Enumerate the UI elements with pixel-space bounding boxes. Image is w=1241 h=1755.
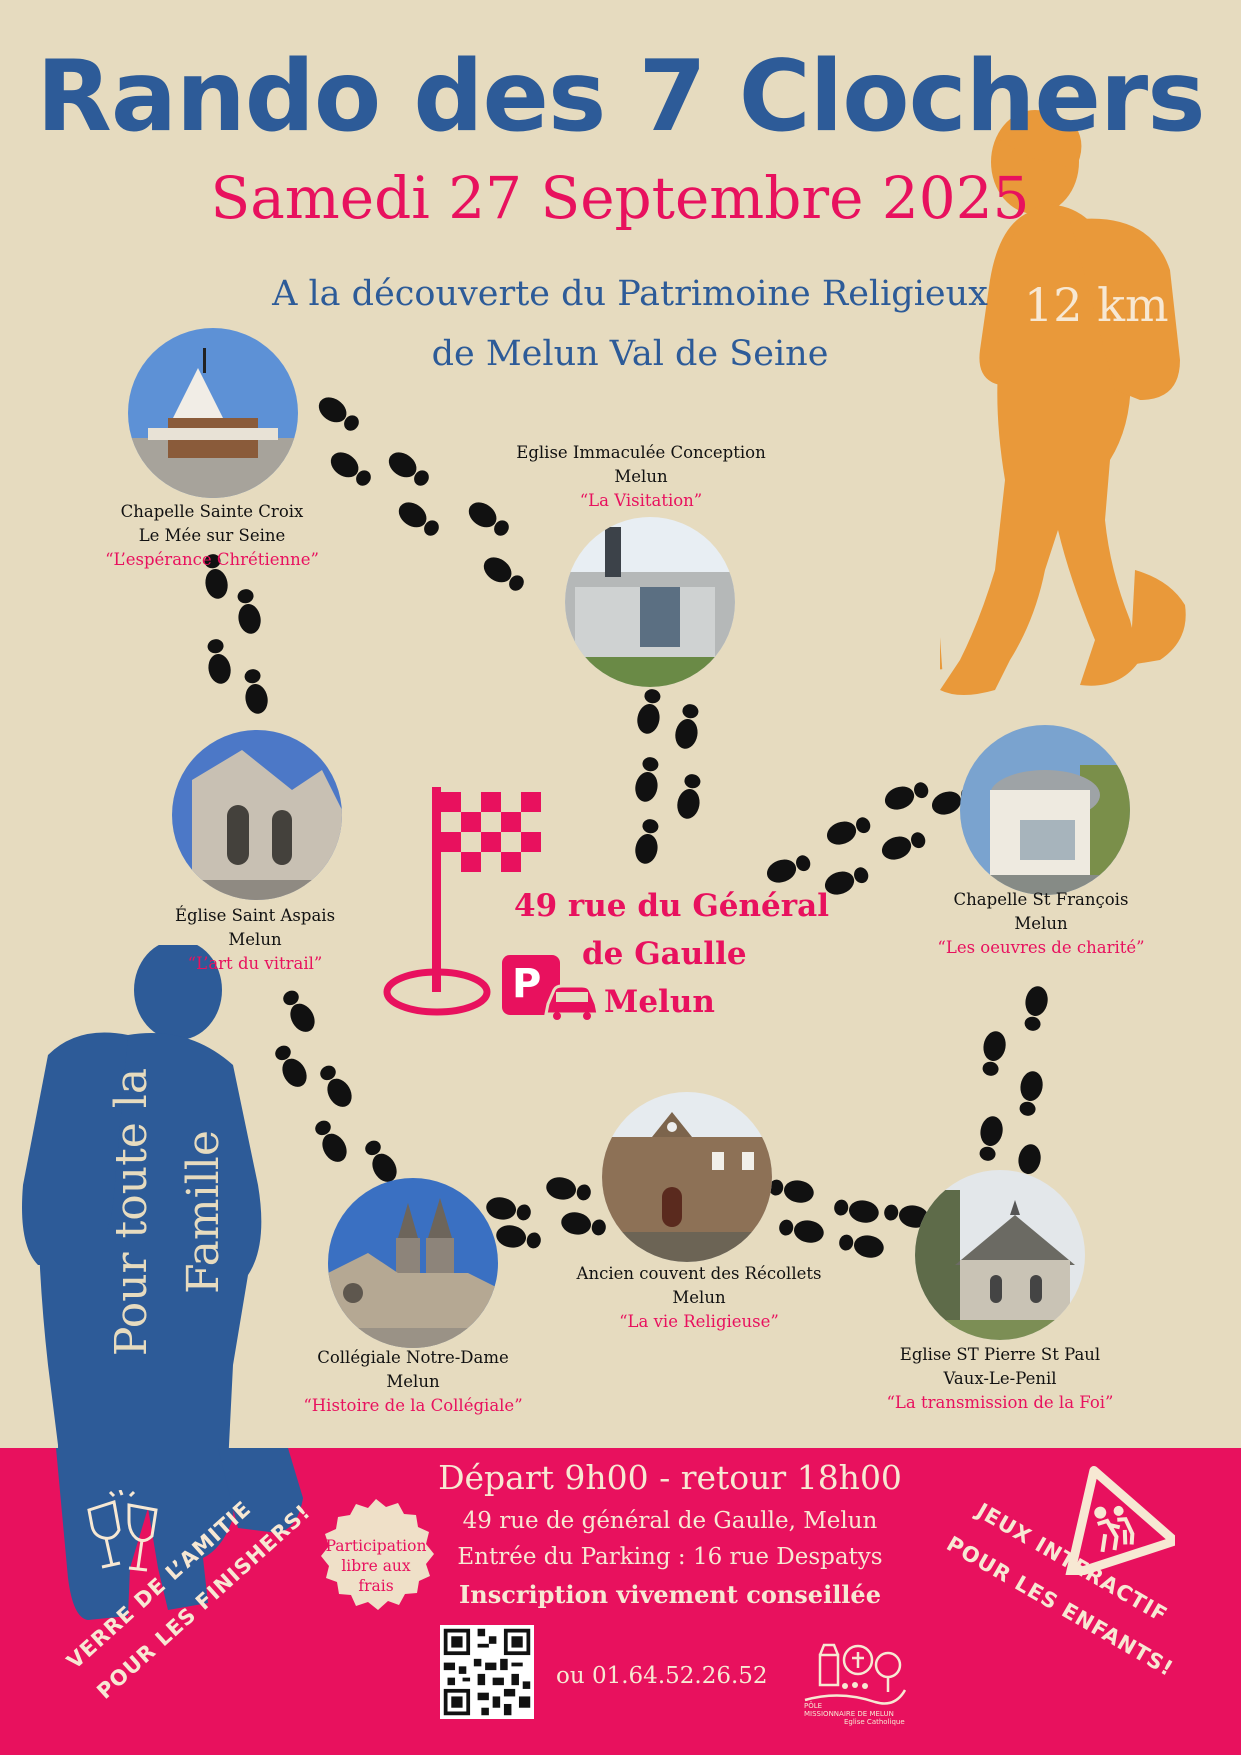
hiker-silhouette-icon [940,110,1186,695]
start-line-1: 49 rue du Général [514,888,829,924]
church-name: Collégiale Notre-Dame [317,1348,509,1367]
family-silhouette-lower [56,1448,303,1620]
family-text: Pour toute la Famille [96,1032,256,1392]
label-eglise-immaculee-conception: Eglise Immaculée Conception Melun “La Vi… [481,441,801,513]
church-town: Melun [1014,914,1068,933]
family-line-2: Famille [178,1130,229,1294]
participation-badge [321,1499,434,1610]
church-theme: “Les oeuvres de charité” [937,938,1145,957]
photo-eglise-immaculee-conception [565,517,735,687]
amitie-text: VERRE DE L’AMITIE POUR LES FINISHERS! [62,1496,315,1704]
parking-icon: P [502,955,560,1015]
church-town: Melun [614,467,668,486]
photo-eglise-saint-aspais [172,730,342,900]
participation-line-2: libre aux [341,1557,411,1575]
label-chapelle-st-francois: Chapelle St François Melun “Les oeuvres … [881,888,1201,960]
photo-eglise-st-pierre-st-paul [915,1170,1085,1340]
church-town: Vaux-Le-Penil [943,1369,1057,1388]
church-town: Melun [386,1372,440,1391]
event-date: Samedi 27 Septembre 2025 [210,164,1030,232]
subtitle: A la découverte du Patrimoine Religieux … [200,264,1060,384]
label-eglise-st-pierre-st-paul: Eglise ST Pierre St Paul Vaux-Le-Penil “… [840,1343,1160,1415]
logo-line-3: Eglise Catholique [844,1718,905,1726]
logo-line-1: PÔLE [804,1702,823,1710]
phone-number: ou 01.64.52.26.52 [556,1663,768,1689]
start-address: 49 rue du Général de Gaulle Melun [470,882,840,1026]
jeux-text: JEUX INTERACTIF POUR LES ENFANTS! [943,1500,1178,1681]
church-name: Ancien couvent des Récollets [576,1264,822,1283]
family-line-1: Pour toute la [106,1067,157,1357]
footprints-7 [767,1175,931,1261]
label-collegiale-notre-dame: Collégiale Notre-Dame Melun “Histoire de… [253,1346,573,1418]
qr-code-icon[interactable] [440,1625,534,1719]
church-theme: “L’espérance Chrétienne” [105,550,319,569]
church-theme: “L’art du vitrail” [187,954,323,973]
footprints-2 [200,552,271,716]
church-name: Chapelle St François [953,890,1129,909]
church-theme: “La Visitation” [579,491,703,510]
church-name: Église Saint Aspais [174,906,336,925]
footer-address: 49 rue de général de Gaulle, Melun [462,1508,878,1534]
footprints-6 [484,1174,608,1253]
photo-collegiale-notre-dame [328,1178,498,1348]
church-name: Eglise Immaculée Conception [516,443,766,462]
church-theme: “La transmission de la Foi” [886,1393,1114,1412]
logo-text: PÔLE MISSIONNAIRE DE MELUN Eglise Cathol… [804,1702,905,1726]
participation-line-3: frais [358,1577,394,1595]
subtitle-line-1: A la découverte du Patrimoine Religieux [272,274,988,314]
footprints-3 [632,687,705,866]
car-icon [544,984,600,1020]
church-town: Melun [228,930,282,949]
logo-line-2: MISSIONNAIRE DE MELUN [804,1710,894,1718]
start-line-3: Melun [604,984,715,1020]
footprints-4 [763,777,979,899]
participation-line-1: Participation [325,1537,427,1555]
church-name: Chapelle Sainte Croix [120,502,304,521]
finish-flag-icon [383,787,541,1016]
footer-inscription: Inscription vivement conseillée [459,1580,881,1609]
church-name: Eglise ST Pierre St Paul [899,1345,1101,1364]
participation-text: Participation libre aux frais [316,1536,436,1596]
subtitle-line-2: de Melun Val de Seine [431,334,829,374]
church-theme: “Histoire de la Collégiale” [303,1396,523,1415]
photo-chapelle-sainte-croix [128,328,298,498]
church-town: Le Mée sur Seine [138,526,286,545]
label-eglise-saint-aspais: Église Saint Aspais Melun “L’art du vitr… [95,904,415,976]
label-chapelle-sainte-croix: Chapelle Sainte Croix Le Mée sur Seine “… [52,500,372,572]
church-theme: “La vie Religieuse” [619,1312,779,1331]
footer-parking: Entrée du Parking : 16 rue Despatys [457,1544,883,1570]
label-ancien-couvent-recollets: Ancien couvent des Récollets Melun “La v… [539,1262,859,1334]
pole-missionnaire-logo [804,1643,907,1705]
start-line-2: de Gaulle [582,936,747,972]
poster-title: Rando des 7 Clochers [36,40,1205,154]
departure-time: Départ 9h00 - retour 18h00 [438,1458,902,1497]
footprints-8 [975,984,1051,1191]
church-town: Melun [672,1288,726,1307]
children-crossing-icon [1065,1466,1175,1575]
photo-ancien-couvent-recollets [602,1092,772,1262]
photo-chapelle-st-francois [960,725,1130,895]
wine-glasses-icon [87,1490,158,1572]
distance-label: 12 km [1024,278,1169,332]
